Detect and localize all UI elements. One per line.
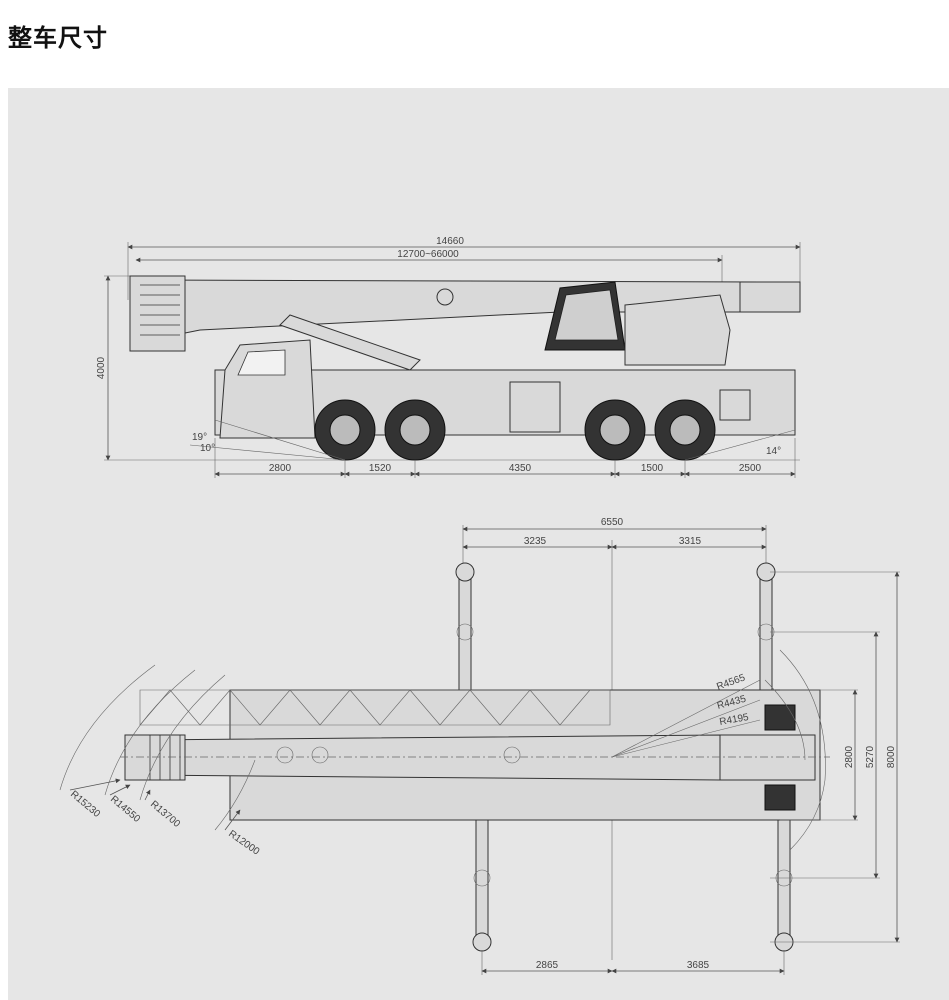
segment-label-5: 2500 — [739, 463, 762, 474]
bottom-right-label: 3685 — [687, 960, 710, 971]
segment-label-2: 1520 — [369, 463, 392, 474]
outriggers — [455, 562, 794, 952]
boom-pulley — [436, 288, 454, 306]
overall-length-label: 14660 — [436, 236, 464, 247]
counterweight — [739, 281, 801, 313]
front-radius-label-4: R12000 — [226, 828, 261, 857]
front-radius-label-2: R14550 — [108, 794, 142, 825]
top-left-label: 3235 — [524, 536, 547, 547]
wheels — [314, 399, 716, 461]
top-view: 6550 3235 3315 — [59, 517, 900, 975]
top-right-label: 3315 — [679, 536, 702, 547]
superstructure — [624, 294, 731, 366]
side-view: 14660 12700~66000 4000 — [96, 236, 801, 478]
boom-length-label: 12700~66000 — [397, 249, 459, 260]
boom-head — [129, 275, 186, 352]
width-mid-label: 5270 — [865, 745, 876, 768]
bottom-left-label: 2865 — [536, 960, 559, 971]
counterweight-top — [719, 734, 816, 781]
width-outer-label: 8000 — [886, 745, 897, 768]
segment-label-4: 1500 — [641, 463, 664, 474]
approach-angle-label: 19° — [192, 432, 207, 443]
segment-label-3: 4350 — [509, 463, 532, 474]
departure-angle-label: 14° — [766, 446, 781, 457]
crane-dimension-drawing: 14660 12700~66000 4000 — [59, 236, 900, 975]
rear-radius-label-3: R4195 — [719, 712, 750, 728]
boom-top — [139, 734, 721, 781]
axle-dimension-row: 2800 1520 4350 1500 2500 — [214, 438, 796, 478]
drawing-panel: 14660 12700~66000 4000 — [8, 88, 949, 1000]
front-radius-label-3: R13700 — [148, 799, 182, 830]
width-inner-label: 2800 — [844, 745, 855, 768]
top-span-label: 6550 — [601, 517, 624, 528]
segment-label-1: 2800 — [269, 463, 292, 474]
front-radius-label-1: R15230 — [68, 789, 102, 820]
engine-box — [509, 381, 561, 433]
approach-angle-2-label: 10° — [200, 443, 215, 454]
height-label: 4000 — [96, 356, 107, 379]
page-title: 整车尺寸 — [8, 24, 108, 52]
